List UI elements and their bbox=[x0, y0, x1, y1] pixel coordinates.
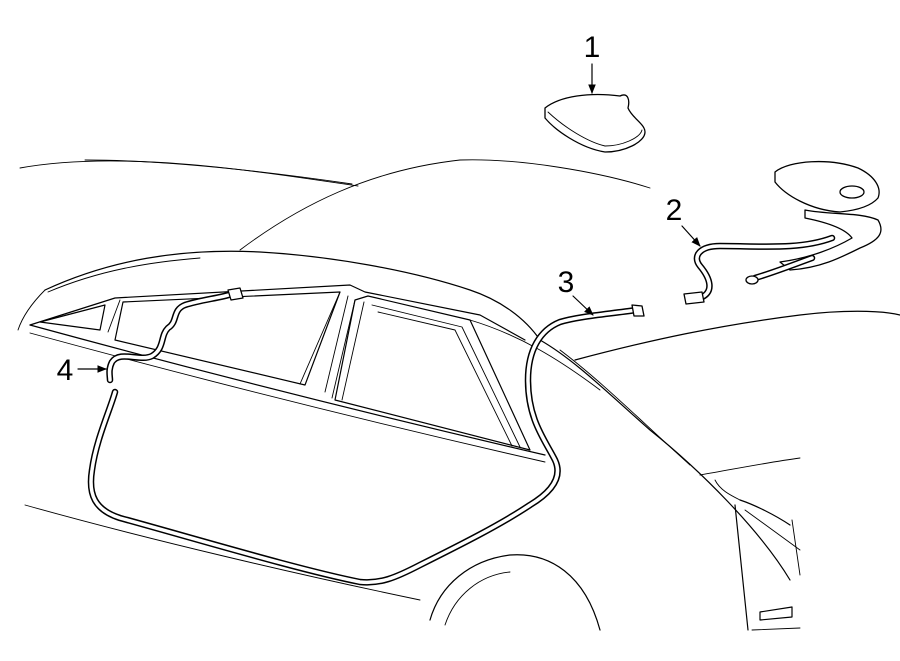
callout-2: 2 bbox=[666, 194, 701, 247]
callout-label-2: 2 bbox=[666, 194, 683, 227]
callout-1: 1 bbox=[584, 31, 601, 94]
antenna-cable-part-3 bbox=[87, 304, 645, 586]
callout-label-4: 4 bbox=[57, 354, 74, 387]
antenna-cover-part-1 bbox=[544, 93, 646, 153]
antenna-base-part-2 bbox=[683, 160, 882, 305]
callout-4: 4 bbox=[57, 354, 107, 387]
callout-label-1: 1 bbox=[584, 31, 601, 64]
callout-label-3: 3 bbox=[558, 266, 575, 299]
antenna-cable-part-4 bbox=[106, 287, 244, 384]
callout-3: 3 bbox=[558, 266, 594, 316]
vehicle-body-outline bbox=[17, 159, 900, 631]
